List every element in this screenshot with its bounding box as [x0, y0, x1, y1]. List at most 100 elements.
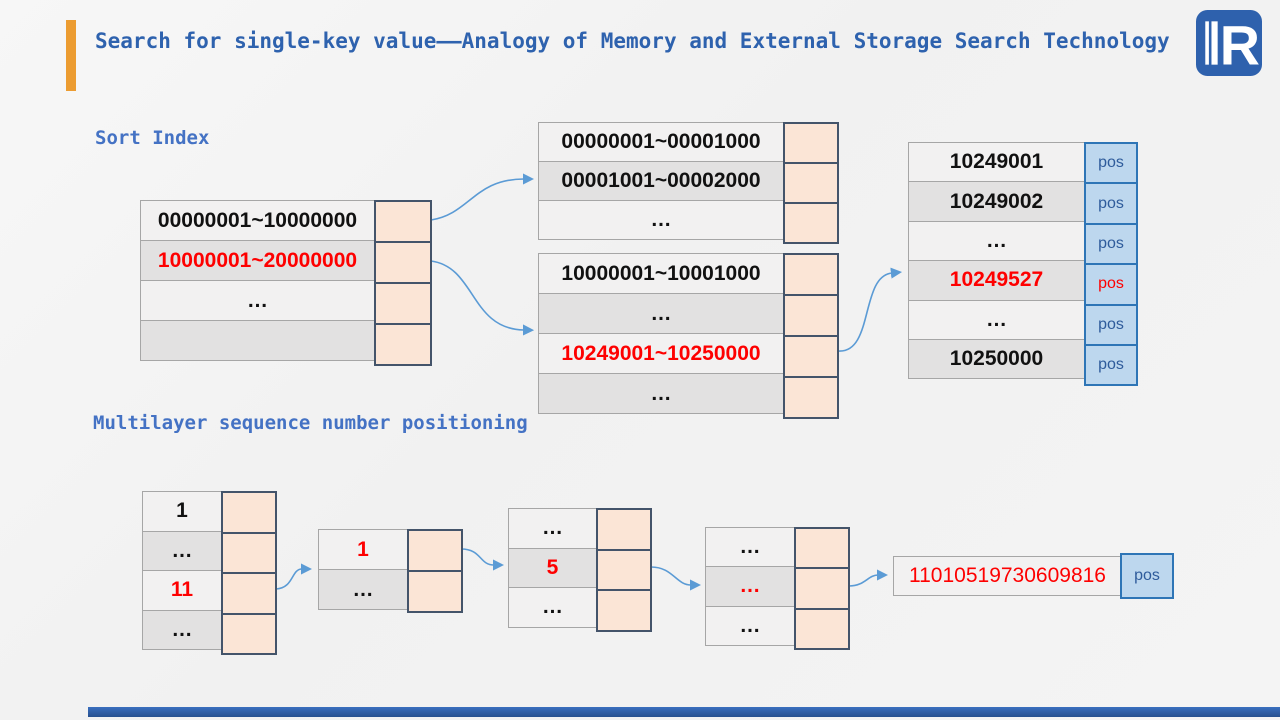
- key-cell: …: [739, 535, 761, 559]
- pos-cell: pos: [1086, 222, 1136, 264]
- arrow-l1r1-to-l2a: [430, 173, 535, 221]
- pointer-slot: [785, 376, 837, 417]
- logo-r-icon: R: [1196, 10, 1262, 77]
- key-cell: …: [539, 200, 783, 239]
- pointer-slot: [376, 323, 430, 364]
- key-column: … 5 …: [508, 508, 597, 628]
- key-cell-highlight: 10000001~20000000: [141, 240, 374, 280]
- level2-upper-table: 00000001~00001000 00001001~00002000 …: [538, 122, 839, 244]
- pointer-column: [783, 122, 839, 244]
- footer-bar: [88, 707, 1280, 717]
- multilayer-level3-table: … 5 …: [508, 508, 652, 632]
- arrow-b1-to-b2: [275, 563, 313, 590]
- key-cell-highlight: 10249001~10250000: [539, 333, 783, 373]
- arrow-b4-to-result: [848, 569, 889, 587]
- level3-keys-table: 10249001 10249002 … 10249527 … 10250000 …: [908, 142, 1138, 387]
- pointer-slot: [785, 124, 837, 162]
- key-cell: …: [143, 609, 221, 649]
- key-cell: …: [141, 280, 374, 320]
- pos-cell: pos: [1122, 555, 1172, 597]
- pos-cell: pos: [1086, 303, 1136, 344]
- pointer-column: [794, 527, 850, 650]
- pointer-slot: [785, 255, 837, 294]
- key-column: 10000001~10001000 … 10249001~10250000 …: [538, 253, 784, 414]
- key-cell: [141, 320, 374, 360]
- key-cell: …: [909, 299, 1084, 339]
- pos-column: pos pos pos pos pos pos: [1084, 142, 1138, 387]
- key-cell: …: [542, 516, 563, 540]
- svg-text:R: R: [1220, 15, 1260, 76]
- key-cell: 00001001~00002000: [539, 161, 783, 200]
- pos-cell: pos: [1086, 144, 1136, 183]
- key-cell: 10249001: [949, 150, 1044, 174]
- key-cell: 10250000: [909, 338, 1084, 379]
- level2-lower-table: 10000001~10001000 … 10249001~10250000 …: [538, 253, 839, 419]
- pointer-slot: [598, 548, 650, 589]
- pointer-slot: [785, 162, 837, 202]
- pointer-slot: [223, 612, 275, 653]
- pointer-column: [783, 253, 839, 419]
- pointer-slot: [376, 282, 430, 323]
- key-cell: …: [143, 530, 221, 570]
- key-column: … … …: [705, 527, 795, 646]
- pointer-slot: [785, 202, 837, 242]
- title-accent-bar: [66, 20, 76, 91]
- arrow-l2b-to-l3: [837, 267, 903, 352]
- key-cell: 1: [176, 499, 188, 523]
- pointer-slot: [223, 493, 275, 532]
- key-cell: …: [539, 293, 783, 333]
- pointer-column: [596, 508, 652, 632]
- pointer-slot: [796, 567, 848, 608]
- key-cell: 10000001~10001000: [561, 261, 761, 285]
- pointer-column: [374, 200, 432, 366]
- pointer-slot: [785, 294, 837, 335]
- pointer-slot: [598, 589, 650, 630]
- key-cell-highlight: 5: [509, 547, 596, 587]
- pointer-slot: [796, 607, 848, 648]
- key-cell: 00000001~00001000: [561, 130, 761, 153]
- result-record: 11010519730609816: [893, 556, 1122, 596]
- pointer-slot: [796, 529, 848, 568]
- key-cell: …: [909, 220, 1084, 260]
- pointer-slot: [409, 531, 461, 570]
- multilayer-level4-table: … … …: [705, 527, 850, 650]
- key-column: 1 … 11 …: [142, 491, 222, 650]
- pointer-column: [407, 529, 463, 613]
- pointer-slot: [223, 572, 275, 613]
- pointer-slot: [376, 241, 430, 282]
- result-pos-column: pos: [1120, 553, 1174, 599]
- key-cell: …: [509, 587, 596, 627]
- pointer-column: [221, 491, 277, 655]
- key-column: 10249001 10249002 … 10249527 … 10250000: [908, 142, 1085, 380]
- arrow-b2-to-b3: [460, 548, 505, 571]
- arrow-b3-to-b4: [650, 566, 702, 591]
- key-cell-highlight: 10249527: [909, 260, 1084, 300]
- brand-logo: R: [1196, 10, 1262, 77]
- pointer-slot: [409, 570, 461, 611]
- key-cell: …: [319, 569, 407, 609]
- arrow-l1r2-to-l2b: [430, 260, 535, 336]
- key-column: 00000001~00001000 00001001~00002000 …: [538, 122, 784, 240]
- page-title: Search for single-key value——Analogy of …: [95, 29, 1170, 53]
- key-cell: 00000001~10000000: [157, 208, 358, 232]
- multilayer-level2-table: 1 …: [318, 529, 463, 613]
- pos-cell: pos: [1086, 343, 1136, 385]
- key-cell: …: [706, 605, 794, 645]
- key-cell: …: [539, 373, 783, 413]
- pointer-slot: [785, 335, 837, 376]
- key-column: 00000001~10000000 10000001~20000000 …: [140, 200, 375, 361]
- multilayer-label: Multilayer sequence number positioning: [93, 412, 528, 434]
- result-value: 11010519730609816: [909, 564, 1106, 587]
- key-cell-highlight: 1: [357, 537, 369, 561]
- pos-cell-highlight: pos: [1086, 263, 1136, 304]
- key-cell-highlight: 11: [143, 570, 221, 610]
- pointer-slot: [598, 510, 650, 549]
- pointer-slot: [223, 531, 275, 572]
- key-cell: 10249002: [909, 181, 1084, 221]
- key-cell-highlight: …: [706, 566, 794, 606]
- pos-cell: pos: [1086, 182, 1136, 223]
- key-column: 1 …: [318, 529, 408, 610]
- sort-index-label: Sort Index: [95, 127, 210, 149]
- pointer-slot: [376, 202, 430, 241]
